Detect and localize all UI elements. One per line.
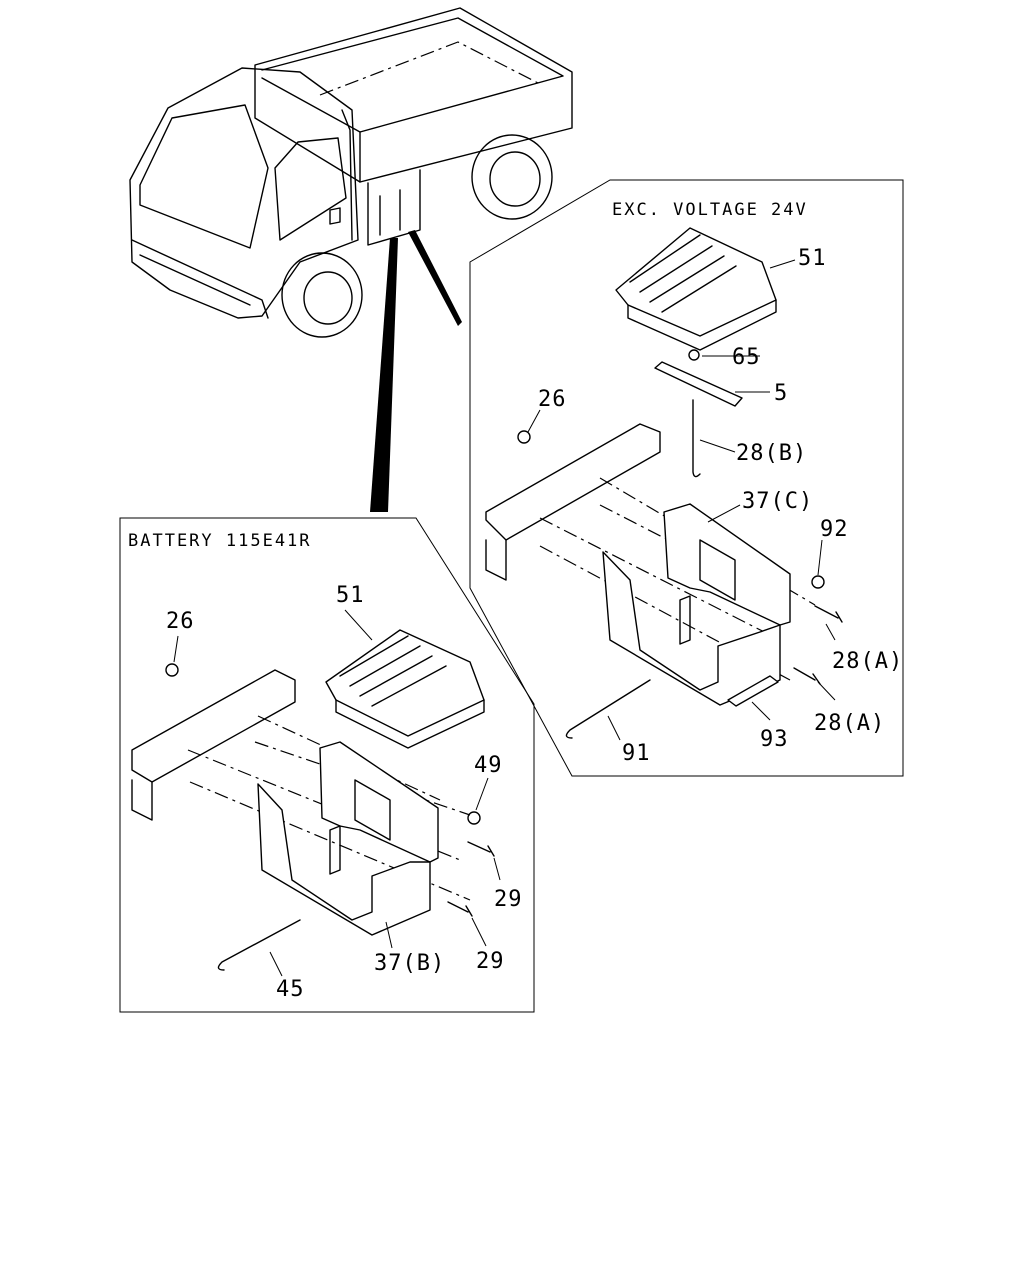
nut-icon — [688, 349, 700, 361]
callout-28a-lower: 28(A) — [814, 711, 885, 736]
battery-cover — [615, 227, 777, 351]
nut-icon — [165, 663, 179, 677]
frame-rail — [485, 423, 661, 581]
battery-tray-bracket — [257, 741, 439, 936]
right-panel-title: EXC. VOLTAGE 24V — [612, 200, 808, 220]
truck-illustration — [129, 7, 573, 338]
callout-91: 91 — [622, 741, 651, 766]
callout-26: 26 — [166, 609, 195, 634]
hook-rod — [565, 679, 651, 739]
frame-rail — [131, 669, 296, 821]
callout-92: 92 — [820, 517, 849, 542]
nut-icon — [467, 811, 481, 825]
callout-29-upper: 29 — [494, 887, 523, 912]
bolt-icon — [814, 605, 843, 623]
callout-37b: 37(B) — [374, 951, 445, 976]
callout-28a-upper: 28(A) — [832, 649, 903, 674]
bolt-icon — [793, 667, 821, 685]
callout-49: 49 — [474, 753, 503, 778]
bolt-icon — [467, 841, 495, 857]
battery-cover — [325, 629, 485, 749]
callout-26: 26 — [538, 387, 567, 412]
callout-28b: 28(B) — [736, 441, 807, 466]
bolt-icon — [447, 901, 473, 917]
nut-icon — [811, 575, 825, 589]
nut-icon — [517, 430, 531, 444]
spacer-tube — [727, 675, 779, 707]
callout-45: 45 — [276, 977, 305, 1002]
pointer-to-right-panel — [408, 230, 462, 326]
hook-bolt — [692, 399, 701, 478]
left-panel: BATTERY 115E41R 51 26 — [119, 517, 535, 1013]
callout-93: 93 — [760, 727, 789, 752]
callout-5: 5 — [774, 381, 788, 406]
pointer-to-left-panel — [370, 238, 398, 512]
callout-37c: 37(C) — [742, 489, 813, 514]
right-panel: EXC. VOLTAGE 24V — [469, 179, 904, 777]
callout-29-lower: 29 — [476, 949, 505, 974]
callout-51: 51 — [798, 246, 827, 271]
battery-tray-bracket — [602, 503, 791, 706]
callout-65: 65 — [732, 345, 761, 370]
hook-rod — [217, 919, 301, 971]
left-panel-title: BATTERY 115E41R — [128, 531, 312, 551]
hold-down-bracket — [654, 361, 743, 407]
callout-51: 51 — [336, 583, 365, 608]
